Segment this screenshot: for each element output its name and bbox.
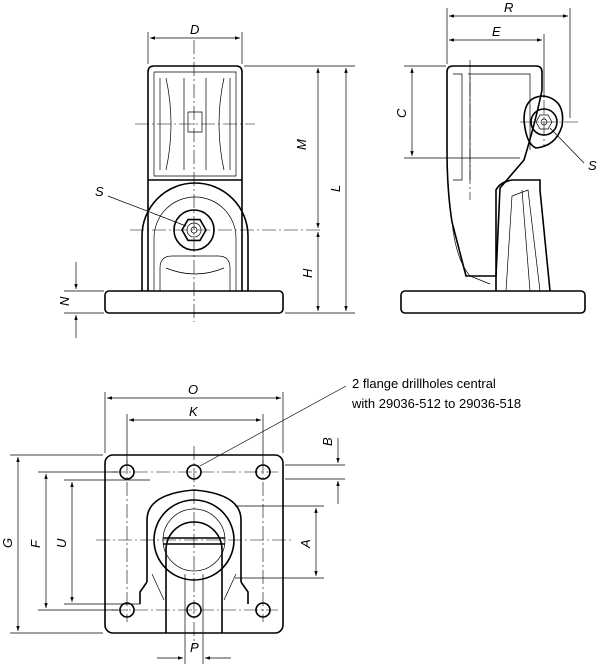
dim-label-n: N	[57, 296, 72, 306]
dim-label-r: R	[504, 0, 513, 15]
dim-label-l: L	[328, 185, 343, 192]
dim-label-d: D	[190, 22, 199, 37]
dim-label-k: K	[189, 404, 199, 419]
dim-label-u: U	[54, 538, 69, 548]
side-view: R E C S	[394, 0, 597, 314]
label-s-front: S	[95, 184, 104, 199]
dim-label-g: G	[0, 538, 15, 548]
front-view: D M H L S N	[57, 22, 355, 338]
drillhole-note-line1: 2 flange drillholes central	[352, 376, 496, 391]
dim-label-f: F	[28, 539, 43, 548]
drillhole-note-line2: with 29036-512 to 29036-518	[351, 396, 521, 411]
dim-label-c: C	[394, 108, 409, 118]
dim-label-e: E	[492, 24, 501, 39]
dim-label-h: H	[300, 268, 315, 278]
dim-label-m: M	[294, 139, 309, 150]
dim-label-b: B	[320, 437, 335, 446]
label-s-side: S	[588, 158, 597, 173]
dim-label-p: P	[190, 640, 199, 655]
dim-label-a: A	[298, 539, 313, 549]
top-view: O K G F U A B	[0, 376, 521, 664]
dim-label-o: O	[188, 382, 198, 397]
